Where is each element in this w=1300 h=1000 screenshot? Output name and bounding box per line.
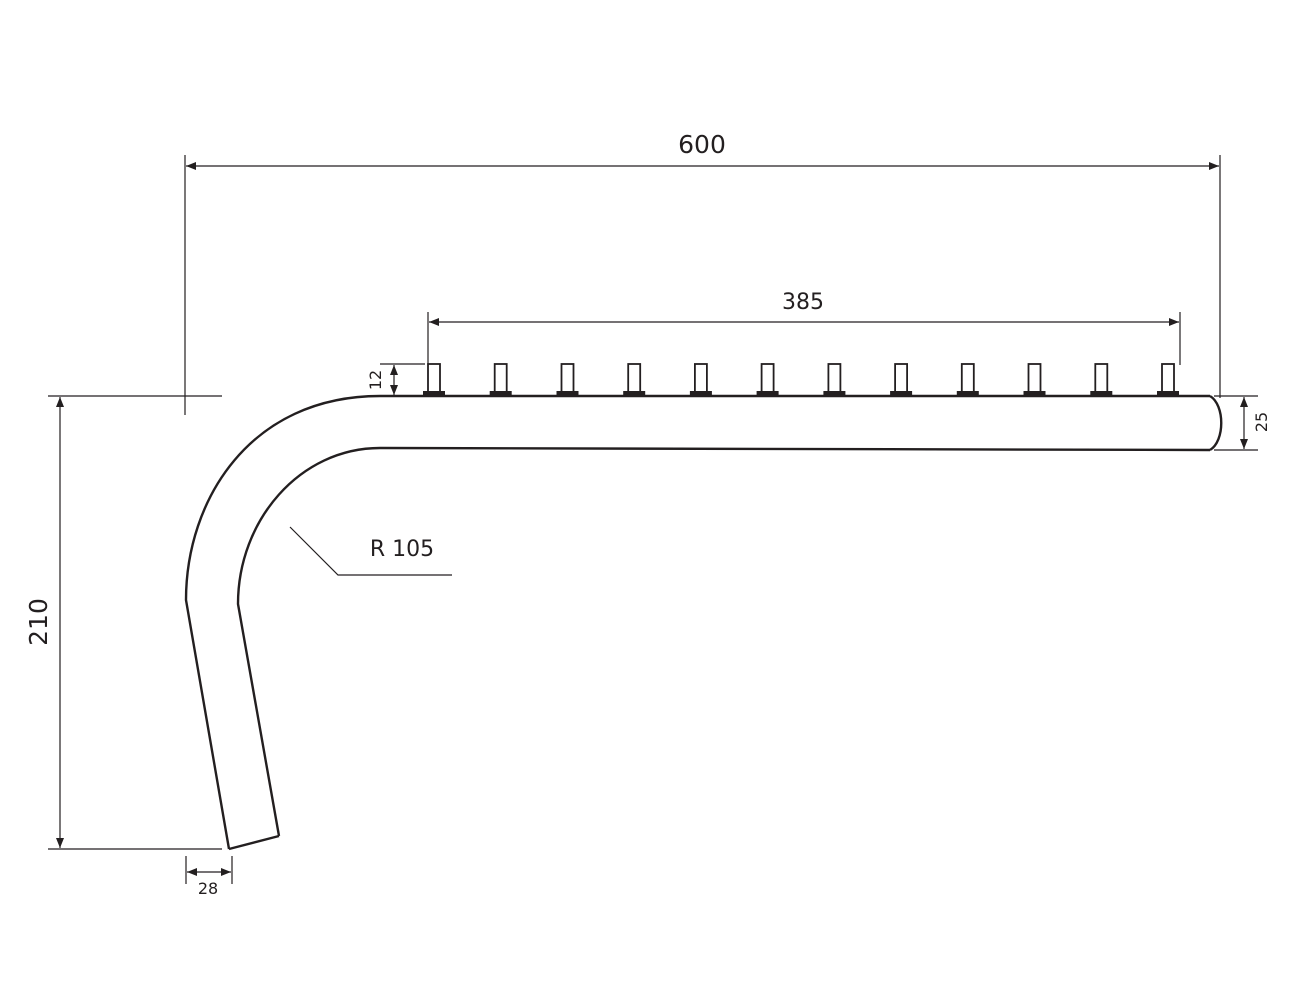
extension-lines xyxy=(48,155,1258,884)
label-bend-radius: R 105 xyxy=(370,537,434,562)
peg-body xyxy=(894,363,908,393)
peg xyxy=(956,363,979,396)
peg-base xyxy=(623,391,646,396)
tube-bottom-end xyxy=(228,834,280,851)
peg-base xyxy=(890,391,913,396)
label-peg-height: 12 xyxy=(366,370,385,390)
peg-body xyxy=(427,363,441,393)
tube-outer-edge xyxy=(184,394,1210,850)
pegs xyxy=(423,363,1179,396)
label-peg-span: 385 xyxy=(782,290,824,315)
peg xyxy=(756,363,779,396)
peg-base xyxy=(1157,391,1179,396)
peg-base xyxy=(423,391,445,396)
peg-base xyxy=(689,391,712,396)
peg-body xyxy=(1027,363,1042,393)
peg xyxy=(623,363,646,396)
label-tip-width: 28 xyxy=(198,879,218,898)
peg-base xyxy=(1090,391,1113,396)
peg xyxy=(1157,363,1179,396)
label-overall-length: 600 xyxy=(678,130,726,159)
peg-base xyxy=(556,391,579,396)
peg-body xyxy=(760,363,775,393)
peg-body xyxy=(960,363,975,393)
peg-body xyxy=(493,363,508,393)
dimension-lines xyxy=(56,162,1248,876)
peg-body xyxy=(694,363,708,393)
peg-body xyxy=(560,363,575,393)
peg xyxy=(823,363,846,396)
peg xyxy=(890,363,913,396)
tube-inner-edge xyxy=(236,446,1211,837)
peg-base xyxy=(956,391,979,396)
dimension-labels: 600 385 12 25 210 28 R 105 xyxy=(24,130,1271,898)
peg-body xyxy=(827,363,842,393)
peg-base xyxy=(1023,391,1046,396)
label-tube-diameter: 25 xyxy=(1252,412,1271,432)
peg xyxy=(556,363,579,396)
peg-body xyxy=(1161,363,1175,393)
label-drop-height: 210 xyxy=(24,598,53,646)
tube-rounded-end-cap xyxy=(1209,394,1223,452)
peg-base xyxy=(489,391,512,396)
peg xyxy=(489,363,512,396)
peg-base xyxy=(756,391,779,396)
peg-body xyxy=(627,363,642,393)
peg xyxy=(689,363,712,396)
peg xyxy=(423,363,445,396)
peg-body xyxy=(1094,363,1109,393)
radius-leader-line xyxy=(289,526,452,576)
peg-base xyxy=(823,391,846,396)
tube xyxy=(184,394,1223,851)
peg xyxy=(1090,363,1113,396)
peg xyxy=(1023,363,1046,396)
